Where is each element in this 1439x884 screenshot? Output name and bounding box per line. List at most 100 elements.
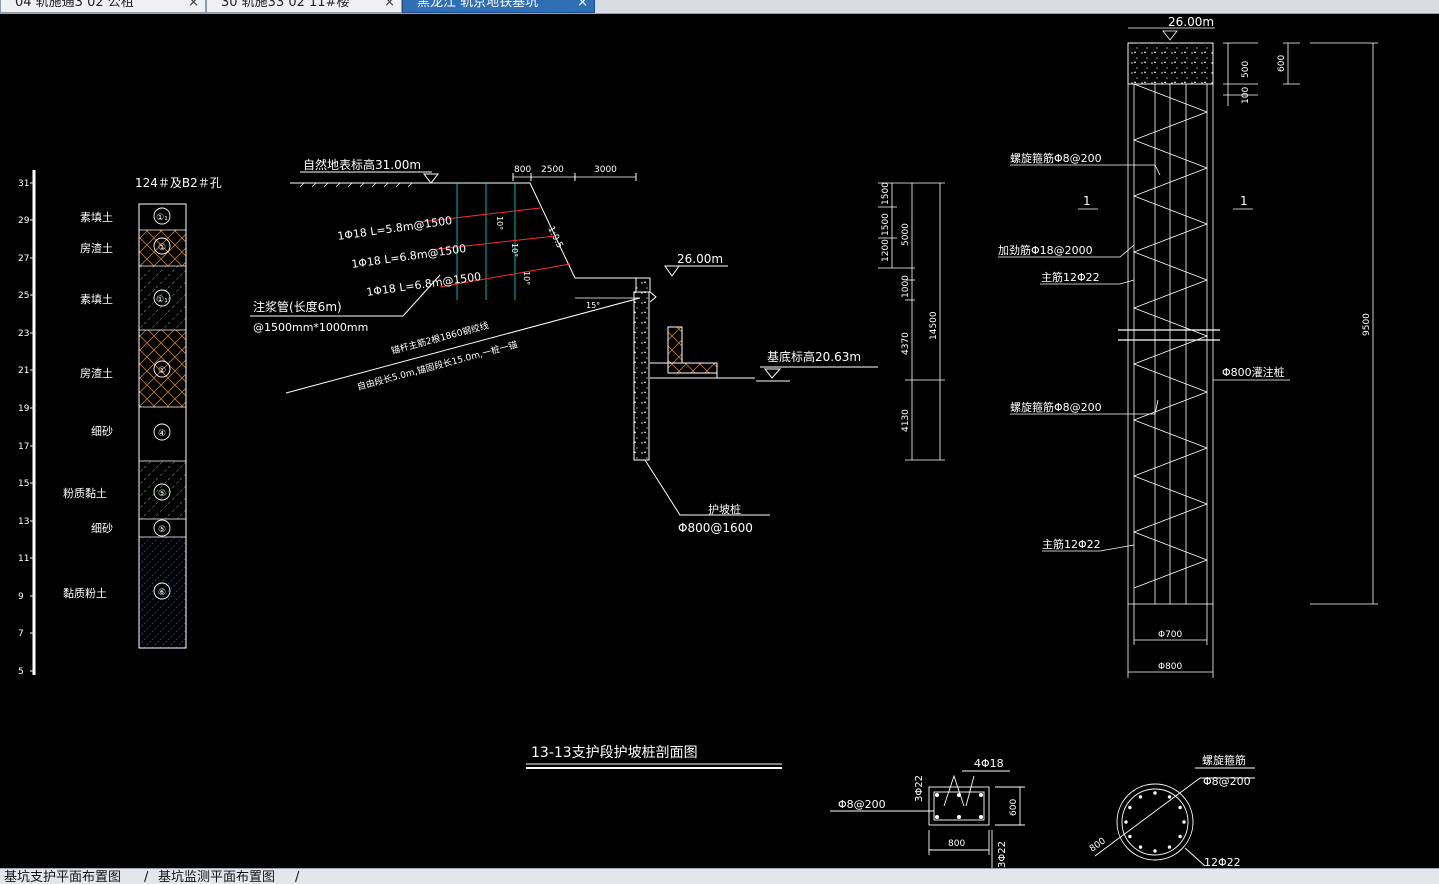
tab-label: 04 轨施通3 02 公租 (15, 0, 134, 10)
elevation-tick: 11 (18, 554, 29, 564)
rebar-dot (1167, 845, 1172, 849)
nail-label-2: 1Φ18 L=6.8m@1500 (351, 242, 467, 271)
rebar-dot (1153, 849, 1157, 853)
outer-diameter: Φ800 (1158, 662, 1183, 672)
borehole-title: 124＃及B2＃孔 (135, 176, 222, 190)
pile-spec-label: Φ800@1600 (678, 521, 753, 535)
level-26-label: 26.00m (677, 252, 723, 266)
stratum-name: 粉质黏土 (63, 486, 107, 500)
tab-separator: / (295, 870, 300, 884)
dim-label: 9500 (1362, 313, 1372, 336)
layout-tab-bar: 基坑支护平面布置图 / 基坑监测平面布置图 / (0, 868, 1439, 884)
section-mark-right: 1 (1240, 194, 1248, 208)
support-section: 自然地表标高31.00m 800 2500 3000 1:0.5 1Φ18 L=… (250, 157, 878, 769)
tab-label: 30 轨施33 02 11#楼 (221, 0, 350, 10)
dim-label: 1200 (881, 239, 891, 262)
rebar-dot (1153, 791, 1157, 795)
close-icon[interactable]: × (384, 0, 395, 10)
elevation-tick: 21 (18, 366, 29, 376)
dim-label: 600 (1277, 55, 1287, 72)
section-mark-left: 1 (1083, 194, 1091, 208)
tab-label: 黑龙江 轨京地铁基坑 (417, 0, 539, 10)
layout-tab-1[interactable]: 基坑支护平面布置图 (4, 870, 122, 884)
borehole-log: 124＃及B2＃孔 ①₁ ① ①₁ ① ④ ⑤ ⑤ ⑥ 素填土 房渣土 素填土 … (63, 176, 222, 649)
main-bar-label-2: 主筋12Φ22 (1042, 537, 1101, 551)
anchor-label-2: 自由段长5.0m,锚固段长15.0m,一桩一锚 (356, 338, 519, 392)
elevation-tick: 27 (18, 254, 29, 264)
stratum-number: ⑤ (158, 489, 166, 499)
layout-tab-2[interactable]: 基坑监测平面布置图 (158, 870, 276, 884)
document-tab-2[interactable]: 30 轨施33 02 11#楼 × (206, 0, 402, 13)
close-icon[interactable]: × (577, 0, 588, 10)
nail-angle: 10° (495, 216, 504, 230)
elevation-tick: 17 (18, 442, 29, 452)
dim-label: 5000 (901, 223, 911, 246)
elevation-tick: 5 (18, 667, 24, 677)
dimension-column: 1500 1500 1200 5000 1000 4370 4130 14500 (878, 182, 945, 461)
elevation-tick: 19 (18, 404, 30, 414)
rebar-dot (1138, 845, 1143, 849)
stratum-name: 房渣土 (80, 241, 113, 255)
section-title: 13-13支护段护坡桩剖面图 (531, 744, 698, 761)
main-bar-label-1: 主筋12Φ22 (1041, 270, 1100, 284)
elevation-axis: 31 29 27 25 23 21 19 17 15 13 11 9 7 5 (18, 170, 36, 677)
stratum-name: 房渣土 (80, 366, 113, 380)
spiral-label-1: 螺旋箍筋Φ8@200 (1010, 151, 1102, 165)
dim-label: 1000 (901, 275, 911, 298)
pile-top-level: 26.00m (1168, 15, 1214, 29)
dim-label: 1500 (881, 213, 891, 236)
drawing-canvas[interactable]: 31 29 27 25 23 21 19 17 15 13 11 9 7 5 1… (0, 14, 1439, 868)
spiral-stirrup (1132, 83, 1209, 589)
stratum-number: ④ (158, 429, 166, 439)
document-tab-1[interactable]: 04 轨施通3 02 公租 × (0, 0, 206, 13)
dim-label: 500 (1241, 61, 1251, 78)
dim-label: 100 (1241, 87, 1251, 104)
stratum-number: ①₁ (156, 295, 168, 305)
nail-angle: 10° (522, 271, 531, 285)
stratum-name: 素填土 (80, 292, 113, 306)
stratum-name: 黏质粉土 (63, 586, 107, 600)
elevation-tick: 15 (18, 479, 29, 489)
elevation-tick: 31 (18, 179, 29, 189)
stratum-number: ⑥ (158, 588, 166, 598)
elevation-tick: 29 (18, 216, 30, 226)
rebar-dot (1128, 834, 1132, 839)
ground-level-label: 自然地表标高31.00m (303, 157, 421, 172)
rebar-dot (1124, 820, 1128, 824)
close-icon[interactable]: × (188, 0, 199, 10)
dim-label: 2500 (541, 165, 564, 175)
tab-separator: / (144, 870, 149, 884)
document-tab-bar: 04 轨施通3 02 公租 × 30 轨施33 02 11#楼 × 黑龙江 轨京… (0, 0, 1439, 14)
beam-top-bars: 4Φ18 (974, 757, 1004, 770)
beam-height: 600 (1009, 799, 1019, 816)
slope-label: 1:0.5 (545, 225, 564, 250)
anchor-angle: 15° (586, 301, 600, 310)
rebar-dot (1138, 795, 1143, 799)
capping-beam-section: Φ8@200 4Φ18 3Φ22 600 800 3Φ22 (830, 757, 1025, 868)
pile-elevation: 26.00m 500 100 600 9500 螺旋箍筋Φ8@200 1 1 加… (998, 15, 1378, 678)
stratum-name: 素填土 (80, 210, 113, 224)
nail-label-1: 1Φ18 L=5.8m@1500 (337, 214, 453, 243)
inner-diameter: Φ700 (1158, 630, 1183, 640)
bored-pile-label: Φ800灌注桩 (1222, 365, 1285, 379)
circle-label: 螺旋箍筋 (1202, 753, 1246, 767)
rebar-dot (1182, 820, 1186, 824)
rebar-dot (1178, 805, 1182, 810)
bottom-level-label: 基底标高20.63m (767, 349, 861, 364)
elevation-tick: 9 (18, 592, 24, 602)
grout-pipe-label: 注浆管(长度6m) (253, 299, 342, 314)
circle-bars: 12Φ22 (1204, 856, 1241, 868)
elevation-tick: 7 (18, 629, 24, 639)
dim-label: 3000 (594, 165, 617, 175)
rebar-dot (1167, 795, 1172, 799)
elevation-tick: 13 (18, 517, 29, 527)
circle-spec: Φ8@200 (1203, 775, 1251, 788)
nail-angle: 10° (510, 243, 519, 257)
stratum-name: 细砂 (91, 425, 113, 438)
rebar-dot (1128, 805, 1132, 810)
document-tab-3-active[interactable]: 黑龙江 轨京地铁基坑 × (402, 0, 595, 13)
dim-label: 4130 (901, 409, 911, 432)
beam-stirrup: Φ8@200 (838, 798, 886, 811)
nail-label-3: 1Φ18 L=6.8m@1500 (366, 270, 482, 299)
circle-diameter: 800 (1088, 836, 1108, 854)
